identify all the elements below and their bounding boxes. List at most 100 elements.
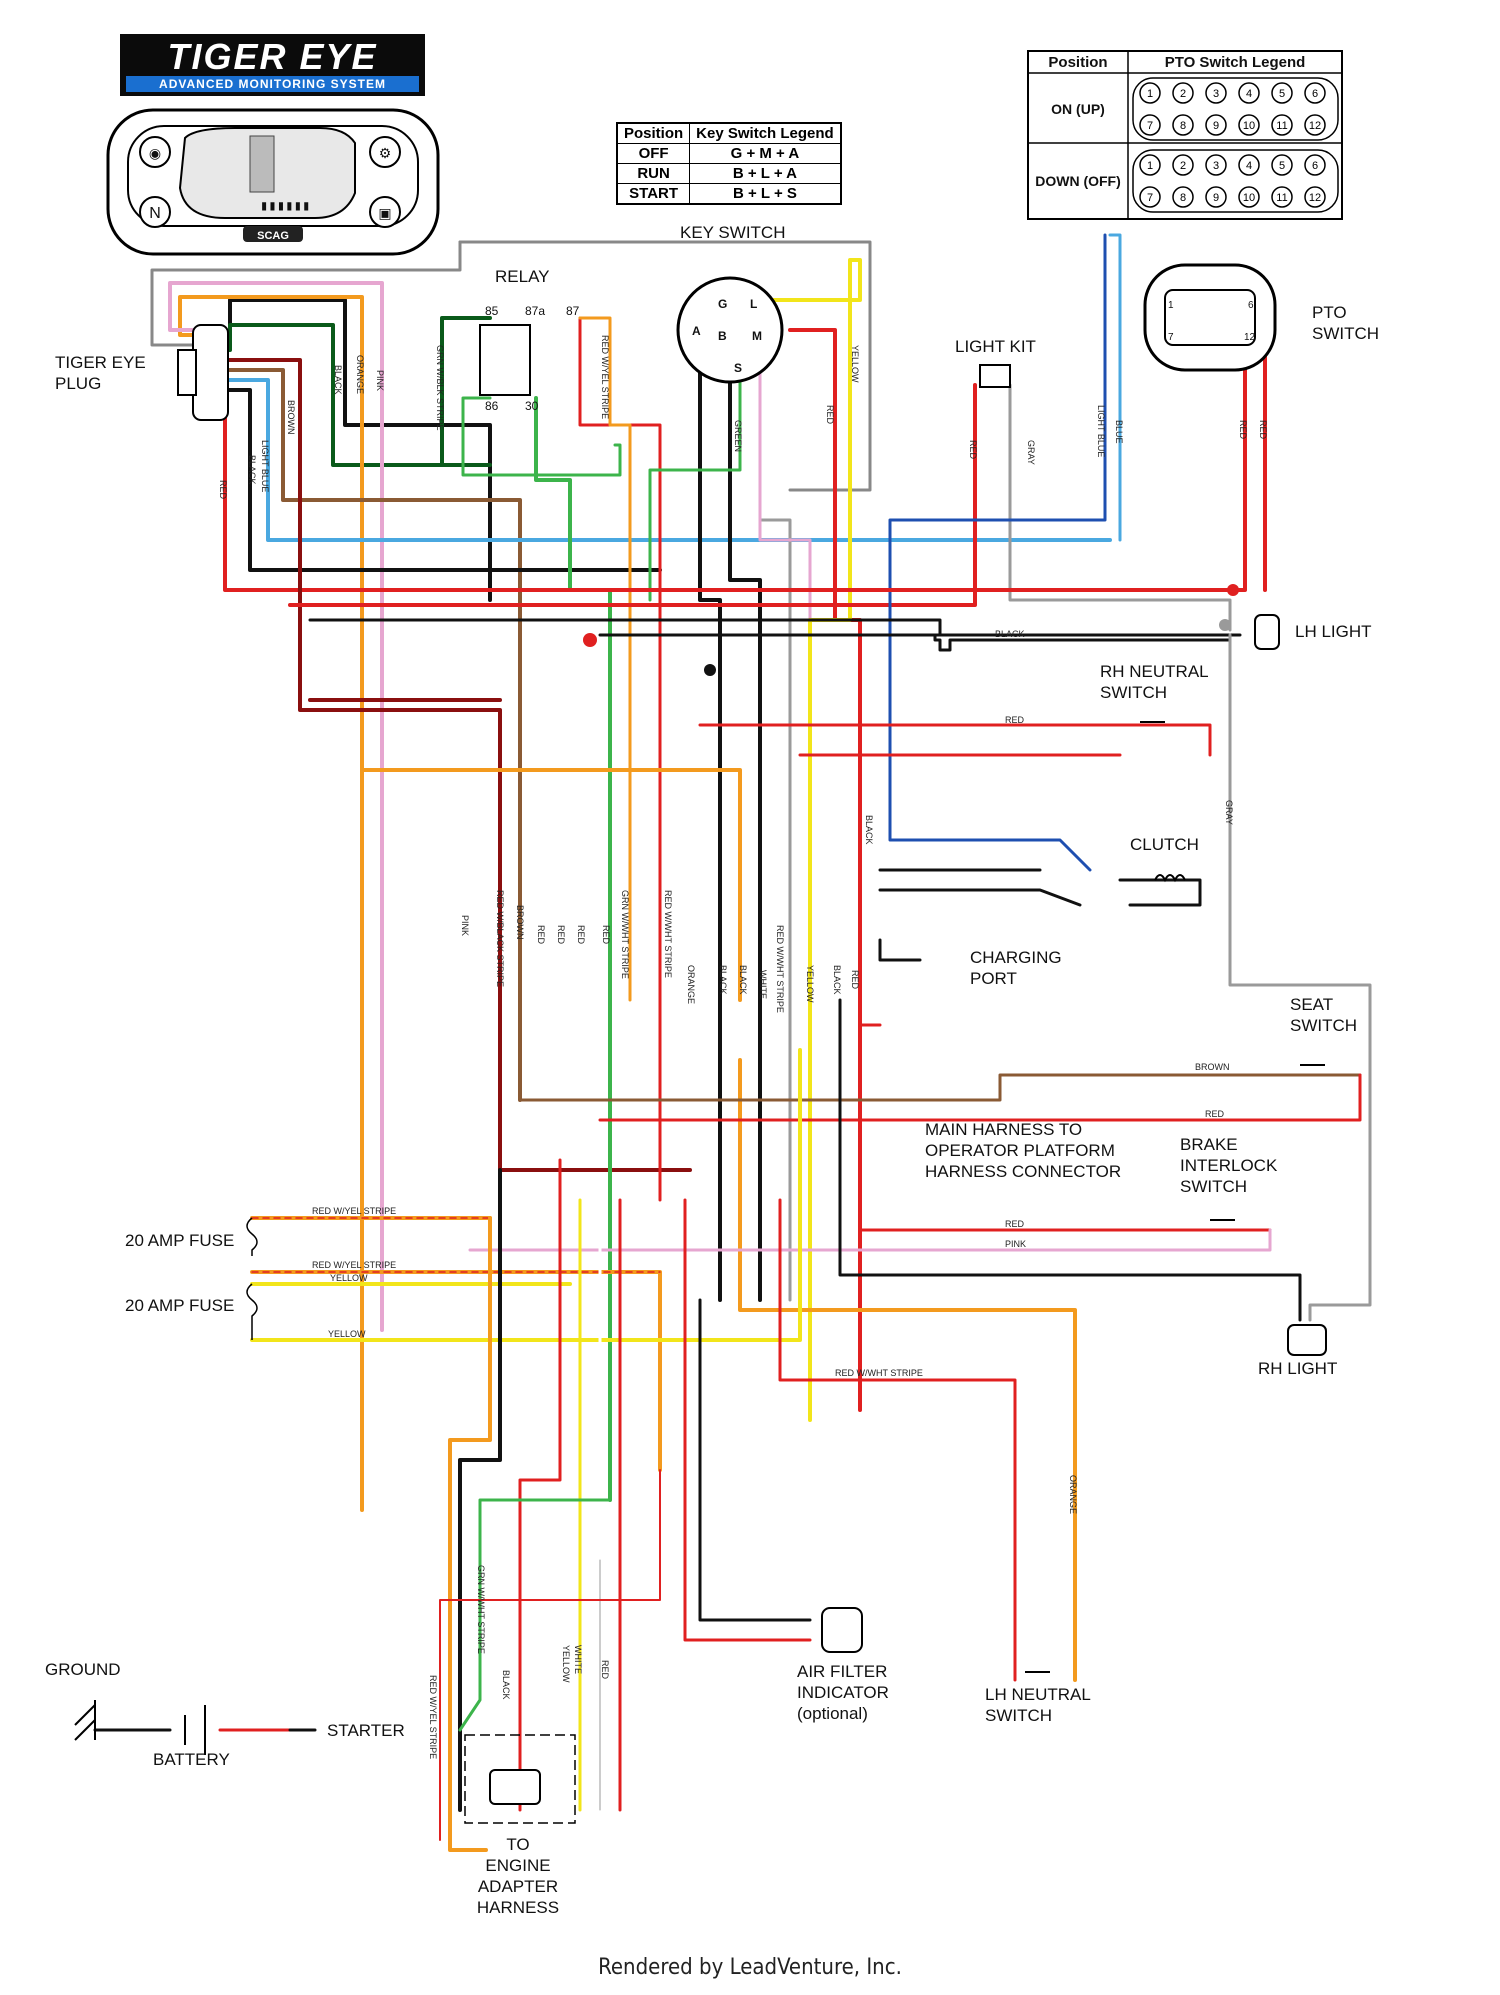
light-kit-label: LIGHT KIT [955, 337, 1036, 356]
label-red-rhn: RED [1005, 715, 1025, 725]
pto-pin-7: 7 [1168, 332, 1174, 343]
pto-legend-pin-number: 12 [1309, 120, 1321, 132]
pto-legend-pin [1238, 114, 1260, 136]
relay-pin-87: 87 [566, 304, 580, 318]
label-black-3: BLACK [718, 965, 728, 995]
pto-legend-pin [1271, 186, 1293, 208]
neutral-icon: N [149, 205, 161, 222]
pto-legend-pin-number: 3 [1213, 160, 1219, 172]
lh-light: LH LIGHT [1254, 614, 1372, 650]
label-red-wht: RED W/WHT STRIPE [663, 890, 673, 978]
label-black-eng: BLACK [501, 1670, 511, 1700]
key-legend-position: OFF [616, 143, 691, 164]
lh-light-label: LH LIGHT [1295, 622, 1372, 641]
label-red-yel-fuse2: RED W/YEL STRIPE [312, 1260, 396, 1270]
pto-legend-pin-number: 8 [1180, 192, 1186, 204]
pto-legend-pin [1205, 82, 1227, 104]
pto-legend-pin-number: 6 [1312, 160, 1318, 172]
pto-legend-position-on: ON (UP) [1051, 101, 1105, 117]
label-orange: ORANGE [355, 355, 365, 394]
rh-light-label: RH LIGHT [1258, 1359, 1337, 1378]
label-red-5: RED [601, 925, 611, 945]
pto-legend-pin [1271, 154, 1293, 176]
pto-legend-pin-number: 11 [1276, 192, 1287, 204]
label-brown-seat: BROWN [1195, 1062, 1230, 1072]
label-red-wht-lhn: RED W/WHT STRIPE [835, 1368, 923, 1378]
pto-legend-pin-number: 7 [1147, 192, 1153, 204]
logo-subtitle: ADVANCED MONITORING SYSTEM [126, 76, 419, 92]
tiger-eye-logo: TIGER EYE ADVANCED MONITORING SYSTEM [120, 34, 425, 96]
pto-legend-pin [1238, 82, 1260, 104]
key-legend-row: OFF G + M + A [616, 143, 842, 164]
pto-legend-pin [1139, 82, 1161, 104]
pto-legend-pin-number: 3 [1213, 88, 1219, 100]
ground-label: GROUND [45, 1660, 121, 1679]
clutch-label: CLUTCH [1130, 835, 1199, 854]
label-red-brake: RED [1005, 1219, 1025, 1229]
label-yellow-fuse1: YELLOW [330, 1273, 368, 1283]
footer-credit: Rendered by LeadVenture, Inc. [598, 1955, 902, 1980]
pto-legend-pin [1205, 186, 1227, 208]
pto-legend-pin-number: 6 [1312, 88, 1318, 100]
pto-pin-1: 1 [1168, 300, 1174, 311]
label-black-4: BLACK [738, 965, 748, 995]
label-red-eng: RED [600, 1660, 610, 1680]
key-legend-combo: B + L + A [689, 163, 842, 184]
label-gray-lk: GRAY [1026, 440, 1036, 465]
key-legend-header-position: Position [616, 122, 691, 144]
key-terminal-s: S [734, 361, 742, 375]
label-orange-2: ORANGE [686, 965, 696, 1004]
key-switch: KEY SWITCH A G L B M S [676, 223, 785, 384]
key-legend-combo: B + L + S [689, 183, 842, 205]
label-red: RED [218, 480, 228, 500]
display-wrench-icon: ⚙ [379, 145, 392, 161]
label-gray-rh: GRAY [1224, 800, 1234, 825]
fuse-1-label: 20 AMP FUSE [125, 1231, 234, 1250]
pto-legend-pin [1172, 114, 1194, 136]
label-red-yel-2: RED W/YEL STRIPE [428, 1675, 438, 1759]
key-switch-legend-table: Position Key Switch Legend OFF G + M + A… [616, 122, 842, 205]
key-terminal-b: B [718, 329, 727, 343]
pto-legend-pin [1304, 154, 1326, 176]
pto-legend-pin-number: 4 [1246, 160, 1252, 172]
label-pink-brake: PINK [1005, 1239, 1026, 1249]
label-yellow-eng: YELLOW [561, 1645, 571, 1683]
label-brown: BROWN [286, 400, 296, 435]
relay-pin-87a: 87a [525, 304, 545, 318]
label-black: BLACK [333, 365, 343, 395]
pto-legend-pin [1304, 114, 1326, 136]
pto-legend-pin [1205, 154, 1227, 176]
key-legend-header-legend: Key Switch Legend [689, 122, 842, 144]
label-white-eng: WHITE [573, 1645, 583, 1674]
pto-legend-pin-number: 1 [1147, 160, 1153, 172]
key-legend-row: RUN B + L + A [616, 163, 842, 184]
label-yellow: YELLOW [850, 345, 860, 383]
pto-legend-pin-number: 10 [1243, 120, 1255, 132]
label-blue: BLUE [1114, 420, 1124, 444]
pto-legend-pin [1205, 114, 1227, 136]
key-terminal-a: A [692, 324, 701, 338]
key-legend-position: RUN [616, 163, 691, 184]
display-badge: SCAG [257, 230, 289, 242]
display-settings-icon: ◉ [149, 145, 161, 161]
relay-pin-85: 85 [485, 304, 499, 318]
pto-legend-pin [1172, 82, 1194, 104]
label-red-4: RED [576, 925, 586, 945]
pto-pin-12: 12 [1244, 332, 1256, 343]
pto-legend-pin [1139, 186, 1161, 208]
pto-legend-pin-number: 5 [1279, 160, 1285, 172]
